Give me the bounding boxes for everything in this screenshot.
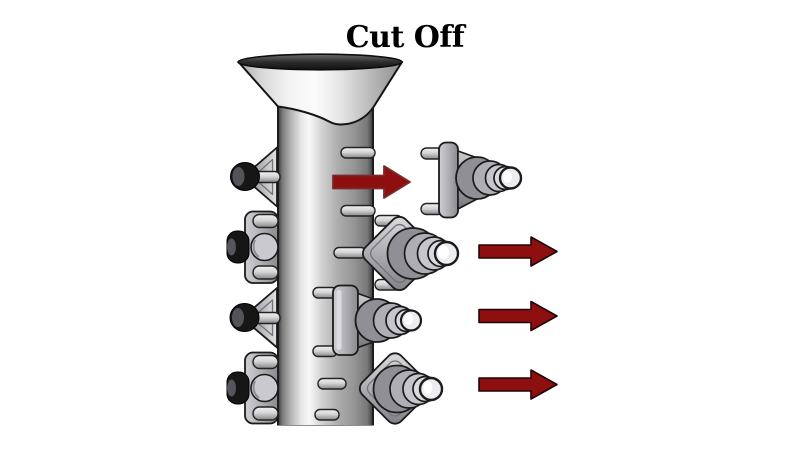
funnel-head (237, 53, 403, 126)
left-part-3 (229, 287, 281, 349)
left-part-2 (226, 210, 279, 284)
flow-arrow-1-icon (478, 236, 558, 267)
formed-part-2 (312, 284, 423, 358)
flow-arrow-3-icon (478, 369, 558, 400)
formed-part-1 (333, 214, 460, 291)
title-label: Cut Off (346, 20, 467, 55)
station-pins-row1 (340, 146, 376, 217)
left-part-1 (230, 146, 281, 208)
formed-part-3 (314, 352, 444, 425)
bar-stock-shaft (277, 95, 374, 426)
ejected-part (420, 141, 523, 219)
cutoff-arrow-icon (332, 165, 411, 199)
flow-arrow-2-icon (478, 300, 558, 332)
left-part-4 (226, 351, 279, 425)
